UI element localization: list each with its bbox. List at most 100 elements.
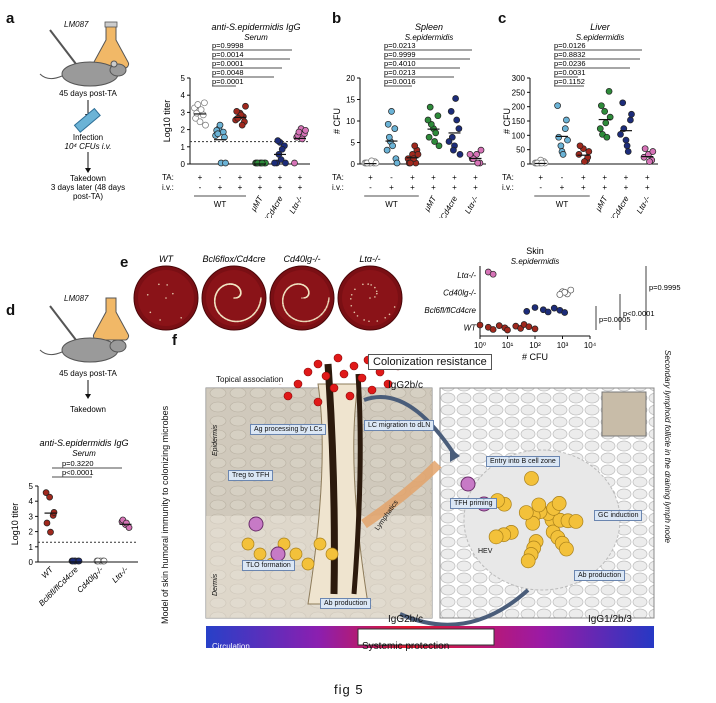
p-value-label: p=0.0014 [212, 50, 244, 59]
group-label: Ltα-/- [457, 271, 476, 280]
igg2bc-top-label: IgG2b/c [388, 380, 424, 391]
p-value-label: p=0.0016 [384, 77, 416, 86]
panel-f-side-label: Model of skin humoral immunity to coloni… [160, 405, 170, 624]
panel-d-strain: LM087 [64, 294, 89, 303]
data-point [393, 159, 401, 167]
plate-label: Ltα-/- [359, 254, 380, 264]
p-value-label: p<0.0001 [623, 309, 655, 318]
syringe-icon [73, 107, 101, 133]
p-value-label: p=0.0048 [212, 68, 244, 77]
tfh-priming-label: TFH priming [450, 498, 497, 509]
arrow-ab-production [399, 588, 530, 627]
data-point [641, 145, 649, 153]
b-cell [551, 496, 567, 511]
data-point [194, 101, 202, 108]
data-point [193, 109, 201, 117]
data-point [278, 145, 286, 153]
wt-group-label: WT [556, 200, 569, 209]
b-cell [520, 553, 536, 569]
data-point [42, 489, 50, 496]
entry-b-label: Entry into B cell zone [486, 456, 560, 467]
bacterium [367, 385, 377, 395]
data-point [46, 493, 53, 501]
tlo-formation-label: TLO formation [242, 560, 295, 571]
data-point [435, 142, 443, 150]
data-point [617, 130, 624, 138]
mouse-icon [39, 60, 127, 87]
data-point [47, 528, 54, 536]
panel-a-step2b: 10⁴ CFUs i.v. [65, 142, 112, 151]
figure-caption: fig 5 [334, 682, 364, 697]
data-point [646, 158, 653, 165]
data-point [623, 142, 631, 150]
data-point [411, 142, 419, 150]
panel-label-e: e [120, 254, 129, 271]
data-point [383, 146, 391, 154]
panel-label-a: a [6, 10, 15, 27]
iv-row-value: + [581, 183, 586, 192]
data-point [489, 326, 497, 333]
p-value-label: p=0.0126 [554, 41, 586, 50]
data-point [389, 142, 396, 150]
chart-subtitle: S.epidermidis [511, 257, 559, 266]
data-point [554, 102, 561, 110]
b-cell [568, 514, 584, 529]
data-point [452, 95, 459, 102]
bacterium [357, 373, 367, 383]
group-label: μMT [248, 194, 265, 214]
p-value-label: p=0.1152 [554, 77, 585, 86]
iv-row-value: + [452, 183, 457, 192]
b-cell [313, 537, 327, 551]
pipette-icon [49, 305, 77, 341]
data-point [561, 125, 569, 132]
data-point [123, 519, 130, 527]
iv-row-value: + [431, 183, 436, 192]
y-tick-label: 1 [29, 543, 34, 552]
data-point [627, 116, 634, 124]
iv-row-label: i.v.: [502, 183, 514, 192]
y-tick-label: 5 [351, 139, 356, 148]
iv-row-value: + [410, 183, 415, 192]
data-point [431, 138, 438, 145]
b-cell [241, 537, 255, 551]
p-value-label: p=0.9995 [649, 283, 681, 292]
p-value-label: p=0.0005 [599, 315, 631, 324]
data-point [425, 133, 433, 141]
y-axis-label: # CFU [502, 108, 512, 134]
y-tick-label: 0 [29, 558, 34, 567]
chart-title: Liver [590, 22, 611, 32]
y-tick-label: 3 [29, 512, 34, 521]
pipette-icon [49, 29, 77, 65]
data-point [445, 138, 453, 145]
iv-row-label: i.v.: [332, 183, 344, 192]
data-point [504, 326, 511, 334]
lymph-node-inset [601, 391, 647, 437]
plate-label: Bcl6flox/Cd4cre [202, 254, 265, 264]
data-point [555, 133, 563, 141]
data-point [43, 519, 51, 527]
data-point [453, 116, 461, 124]
ta-row-label: TA: [332, 173, 344, 182]
x-tick-label: 10³ [557, 341, 569, 350]
group-label: WT [40, 564, 56, 580]
y-tick-label: 10 [346, 117, 355, 126]
data-point [619, 99, 627, 107]
ab-production-left-label: Ab production [320, 598, 372, 609]
y-tick-label: 0 [521, 160, 526, 169]
ta-row-value: - [390, 173, 393, 182]
x-axis-label: # CFU [522, 352, 548, 362]
systemic-protection-label: Systemic protection [362, 641, 450, 652]
panel-a-strain: LM087 [64, 20, 89, 29]
data-point [489, 270, 497, 278]
data-point [233, 108, 241, 115]
y-tick-label: 100 [512, 131, 526, 140]
y-tick-label: 5 [29, 482, 34, 491]
p-value-label: p=0.9998 [212, 41, 244, 50]
panel-d-schematic: 45 days post-TA Takedown [39, 297, 130, 414]
chart-title: anti-S.epidermidis IgG [211, 22, 300, 32]
data-point [531, 304, 539, 311]
ta-row-value: + [298, 173, 303, 182]
